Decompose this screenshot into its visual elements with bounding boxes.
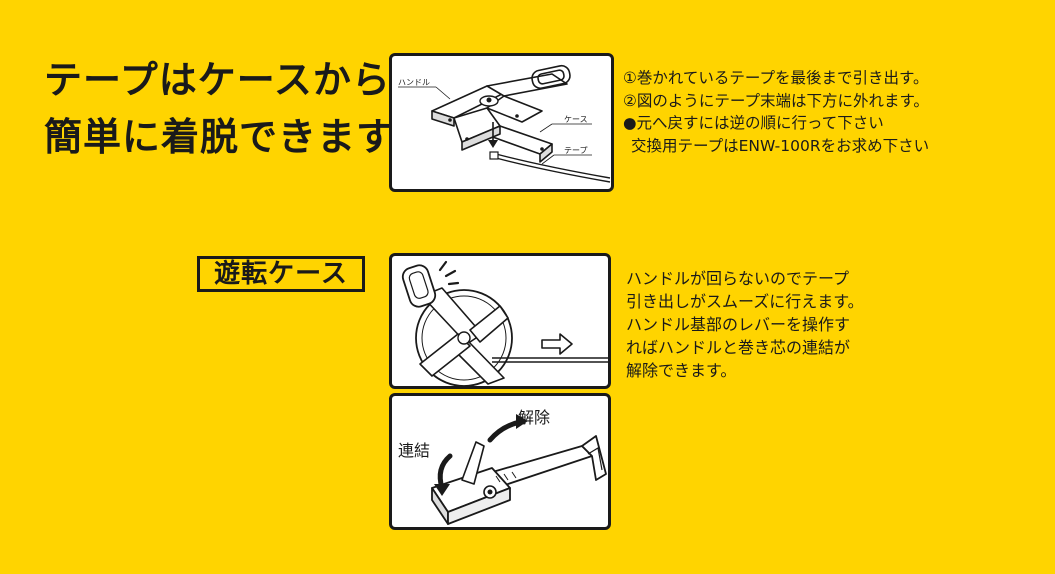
tape-detach-illustration: ハンドル ケース テープ xyxy=(389,53,614,192)
connect-label: 連結 xyxy=(398,441,430,460)
description-line: ハンドルが回らないのでテープ xyxy=(626,269,850,288)
headline: テープはケースから 簡単に着脱できます xyxy=(44,52,395,166)
description-line: ればハンドルと巻き芯の連結が xyxy=(626,338,851,357)
instruction-line: ①巻かれているテープを最後まで引き出す。 xyxy=(623,69,929,87)
rotating-case-badge: 遊転ケース xyxy=(197,256,365,292)
lever-illustration: 連結 解除 xyxy=(389,393,611,530)
headline-line-2: 簡単に着脱できます xyxy=(44,115,396,159)
rotating-case-description: ハンドルが回らないのでテープ 引き出しがスムーズに行えます。 ハンドル基部のレバ… xyxy=(626,267,864,382)
headline-line-1: テープはケースから xyxy=(44,58,391,102)
handle-label: ハンドル xyxy=(398,78,430,87)
description-line: 解除できます。 xyxy=(626,361,737,380)
replacement-tape-note: 交換用テープはENW-100Rをお求め下さい xyxy=(631,136,930,155)
description-line: ハンドル基部のレバーを操作す xyxy=(626,315,851,334)
case-label: ケース xyxy=(564,115,588,124)
instruction-line: ②図のようにテープ末端は下方に外れます。 xyxy=(623,91,929,110)
release-label: 解除 xyxy=(518,408,550,427)
description-line: 引き出しがスムーズに行えます。 xyxy=(626,292,864,311)
instruction-line: ●元へ戻すには逆の順に行って下さい xyxy=(623,114,884,132)
tape-label: テープ xyxy=(564,146,588,155)
instructions: ①巻かれているテープを最後まで引き出す。 ②図のようにテープ末端は下方に外れます… xyxy=(623,67,929,157)
rotating-case-illustration xyxy=(389,253,611,389)
